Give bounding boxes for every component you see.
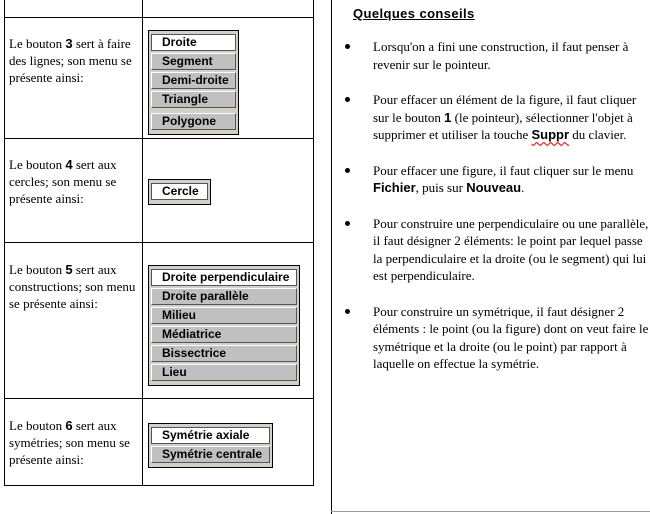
- row-description-constructions: Le bouton 5 sert aux constructions; son …: [9, 261, 141, 312]
- menu-item-demi-droite[interactable]: Demi-droite: [151, 72, 236, 89]
- menu-item-droite[interactable]: Droite: [151, 34, 236, 51]
- menu-item-bissectrice[interactable]: Bissectrice: [151, 345, 297, 362]
- menu-item-polygone[interactable]: Polygone: [151, 113, 236, 130]
- tip-text: (le pointeur), sélectionner l'objet à su…: [373, 109, 633, 143]
- menu-item-milieu[interactable]: Milieu: [151, 307, 297, 324]
- button-number: 1: [444, 109, 452, 125]
- symmetries-menu: Symétrie axiale Symétrie centrale: [148, 423, 273, 468]
- list-item: Pour construire un symétrique, il faut d…: [338, 303, 650, 373]
- table-border-left: [4, 0, 5, 486]
- tip-text: Lorsqu'on a fini une construction, il fa…: [373, 39, 629, 72]
- tip-text: Pour construire un symétrique, il faut d…: [373, 303, 649, 372]
- row-text: sert aux constructions; son menu se prés…: [9, 262, 136, 311]
- button-number: 5: [65, 262, 73, 277]
- tip-text: Pour construire une perpendiculaire ou u…: [373, 215, 649, 284]
- tip-text: .: [521, 180, 525, 195]
- table-row-divider: [4, 242, 314, 243]
- list-item: Lorsqu'on a fini une construction, il fa…: [338, 38, 650, 73]
- command-name: Nouveau: [466, 180, 522, 195]
- tips-list: Lorsqu'on a fini une construction, il fa…: [338, 38, 650, 391]
- list-item: Pour effacer un élément de la figure, il…: [338, 91, 650, 144]
- row-text: Le bouton: [9, 36, 66, 51]
- bullet-icon: [345, 44, 350, 49]
- bullet-icon: [345, 97, 350, 102]
- menu-item-symetrie-axiale[interactable]: Symétrie axiale: [151, 427, 270, 444]
- row-text: Le bouton: [9, 418, 66, 433]
- row-text: sert à faire des lignes; son menu se pré…: [9, 36, 132, 85]
- row-description-cercles: Le bouton 4 sert aux cercles; son menu s…: [9, 156, 141, 207]
- button-number: 6: [65, 418, 73, 433]
- button-number: 3: [65, 36, 73, 51]
- menu-item-droite-parallele[interactable]: Droite parallèle: [151, 288, 297, 305]
- tip-text: Pour effacer un élément de la figure, il…: [373, 92, 637, 125]
- column-separator: [331, 0, 332, 514]
- table-row-divider: [4, 138, 314, 139]
- row-text: Le bouton: [9, 262, 66, 277]
- bullet-icon: [345, 167, 350, 173]
- table-row-divider: [4, 398, 314, 399]
- list-item: Pour effacer une figure, il faut cliquer…: [338, 162, 650, 197]
- menu-name: Fichier: [373, 180, 416, 195]
- bullet-icon: [345, 220, 350, 226]
- menu-item-lieu[interactable]: Lieu: [151, 364, 297, 381]
- menu-item-droite-perpendiculaire[interactable]: Droite perpendiculaire: [151, 269, 297, 286]
- bullet-icon: [345, 308, 350, 314]
- menu-item-triangle[interactable]: Triangle: [151, 91, 236, 108]
- row-text: sert aux symétries; son menu se présente…: [9, 418, 130, 467]
- menu-item-mediatrice[interactable]: Médiatrice: [151, 326, 297, 343]
- table-border-right: [313, 0, 314, 486]
- page-bottom-line: [331, 511, 650, 512]
- menu-item-symetrie-centrale[interactable]: Symétrie centrale: [151, 446, 270, 463]
- list-item: Pour construire une perpendiculaire ou u…: [338, 215, 650, 285]
- menu-item-segment[interactable]: Segment: [151, 53, 236, 70]
- constructions-menu: Droite perpendiculaire Droite parallèle …: [148, 265, 300, 386]
- tip-text: du clavier.: [569, 127, 627, 142]
- menu-item-cercle[interactable]: Cercle: [151, 183, 208, 200]
- tip-text: Pour effacer une figure, il faut cliquer…: [373, 162, 634, 178]
- table-border-bottom: [4, 485, 314, 486]
- section-title: Quelques conseils: [353, 6, 475, 21]
- row-description-lines: Le bouton 3 sert à faire des lignes; son…: [9, 35, 141, 86]
- tip-text: , puis sur: [415, 180, 467, 195]
- circles-menu: Cercle: [148, 179, 211, 205]
- button-number: 4: [65, 157, 73, 172]
- table-border-middle: [142, 0, 143, 486]
- row-description-symetries: Le bouton 6 sert aux symétries; son menu…: [9, 417, 141, 468]
- lines-menu: Droite Segment Demi-droite Triangle Poly…: [148, 30, 239, 135]
- table-row-divider: [4, 17, 314, 18]
- keyboard-key: Suppr: [531, 127, 570, 142]
- row-text: Le bouton: [9, 157, 66, 172]
- row-text: sert aux cercles; son menu se présente a…: [9, 157, 117, 206]
